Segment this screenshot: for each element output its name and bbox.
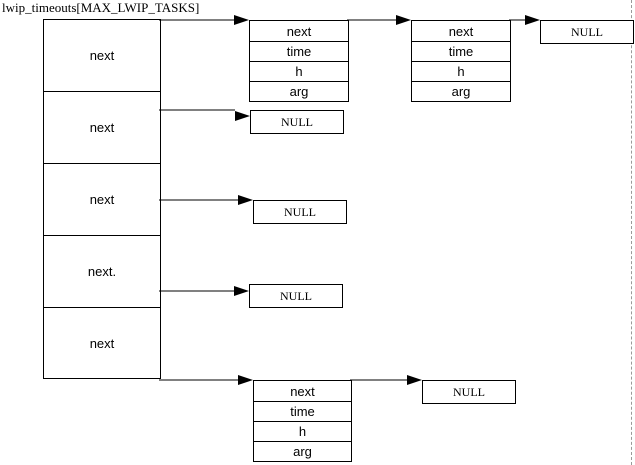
array-slot-2: next [44,91,160,163]
node-field-time: time [412,41,510,61]
node-field-next: next [290,383,315,399]
null-box-row2: NULL [250,110,344,134]
node-field-h: h [412,61,510,81]
null-box-row4: NULL [249,284,343,308]
array-slot-4: next. [44,235,160,307]
array-slot-1: next [89,48,115,63]
arrowhead-icon [238,375,253,385]
node-field-time: time [250,41,348,61]
node-field-arg: arg [250,81,348,101]
node-field-h: h [250,61,348,81]
arrowhead-icon [407,375,422,385]
arrowhead-icon [234,286,249,296]
arrowhead-icon [238,195,253,205]
timeouts-array: next next next next. next [43,19,161,379]
array-slot-5: next [44,307,160,379]
null-box-row5: NULL [422,380,516,404]
arrowhead-icon [234,15,249,25]
timeout-node-1: next time h arg [249,20,349,102]
node-field-next: next [286,23,312,39]
timeout-node-3: next time h arg [253,380,352,462]
timeout-node-2: next time h arg [411,20,511,102]
arrowhead-icon [525,15,540,25]
frame-border [631,0,632,465]
array-slot-3: next [44,163,160,235]
node-field-h: h [254,421,351,441]
arrowhead-icon [396,15,411,25]
array-title: lwip_timeouts[MAX_LWIP_TASKS] [2,0,200,15]
node-field-time: time [254,401,351,421]
node-field-next: next [448,23,474,39]
node-field-arg: arg [412,81,510,101]
null-box-row1: NULL [540,20,634,44]
null-box-row3: NULL [253,200,347,224]
node-field-arg: arg [254,441,351,461]
arrowhead-icon [235,111,250,121]
